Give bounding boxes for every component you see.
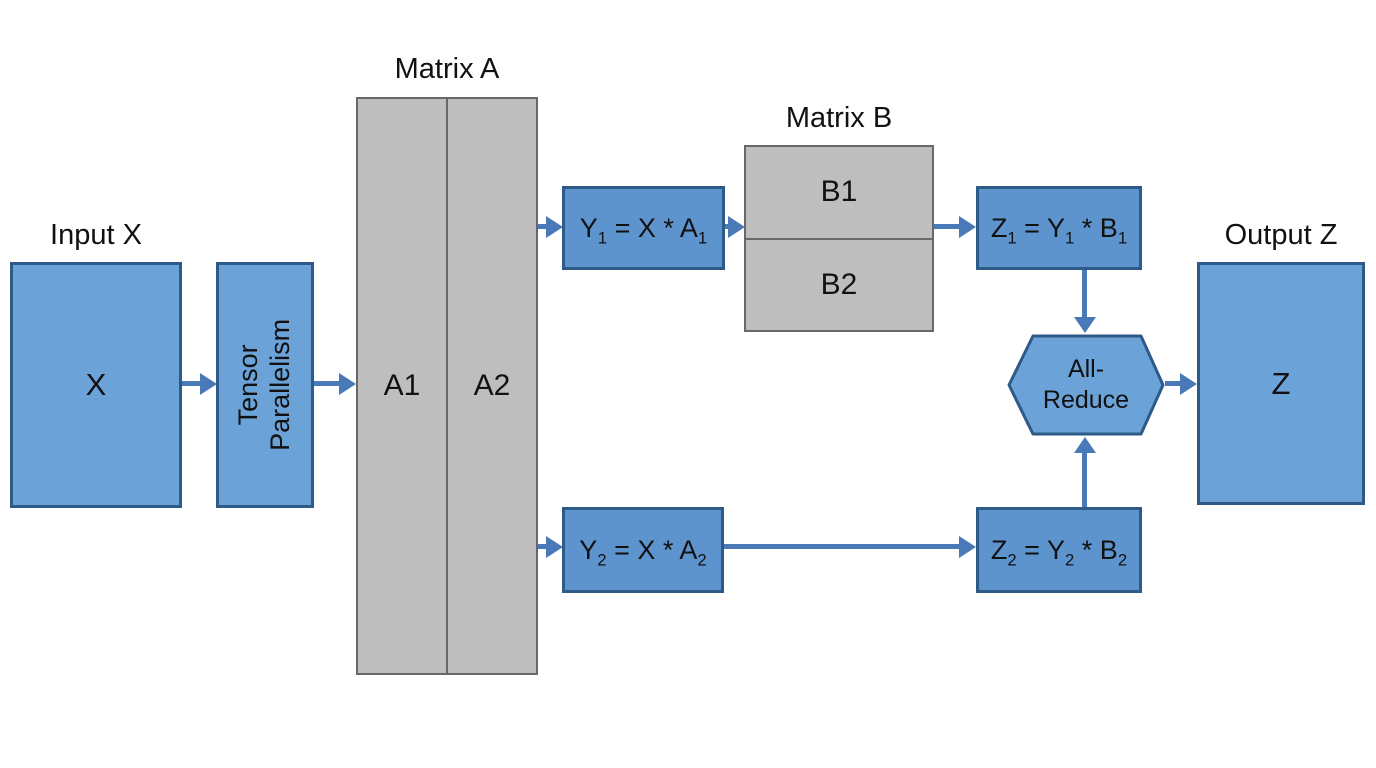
matrix-a-node: A1 A2 — [356, 97, 538, 675]
hexagon-shape — [1007, 334, 1165, 436]
arrow-input-to-tensor — [182, 381, 200, 386]
arrow-y1-to-matrix-b — [725, 224, 728, 229]
formula-z1-node: Z1 = Y1 * B1 — [976, 186, 1142, 270]
arrow-matrix-a-to-y2 — [538, 544, 546, 549]
all-reduce-node: All- Reduce — [1007, 333, 1165, 437]
output-z-node: Z — [1197, 262, 1365, 505]
output-z-title: Output Z — [1224, 219, 1338, 251]
arrow-z2-to-allreduce — [1082, 453, 1087, 507]
matrix-a-part-a1: A1 — [358, 99, 448, 673]
arrow-tensor-to-matrix-a — [314, 381, 339, 386]
arrow-matrix-a-to-y1 — [538, 224, 546, 229]
matrix-a-part-a2: A2 — [473, 369, 511, 402]
matrix-b-part-b1: B1 — [746, 147, 932, 240]
input-x-title: Input X — [50, 219, 142, 251]
matrix-a-title: Matrix A — [394, 53, 500, 85]
formula-y2-text: Y2 = X * A2 — [579, 534, 707, 569]
tensor-parallelism-node: Tensor Parallelism — [216, 262, 314, 508]
formula-z1-text: Z1 = Y1 * B1 — [990, 212, 1128, 247]
formula-y1-text: Y1 = X * A1 — [579, 212, 708, 247]
arrow-matrix-b-to-z1 — [934, 224, 959, 229]
matrix-b-part-b2: B2 — [820, 267, 858, 301]
formula-y2-node: Y2 = X * A2 — [562, 507, 724, 593]
arrow-y2-to-z2 — [724, 544, 959, 549]
input-x-node: X — [10, 262, 182, 508]
formula-z2-node: Z2 = Y2 * B2 — [976, 507, 1142, 593]
matrix-b-title: Matrix B — [785, 102, 893, 134]
all-reduce-label: All- Reduce — [1042, 354, 1130, 414]
formula-y1-node: Y1 = X * A1 — [562, 186, 725, 270]
output-z-value: Z — [1271, 365, 1291, 401]
matrix-b-node: B1 B2 — [744, 145, 934, 332]
tensor-parallelism-label: Tensor Parallelism — [233, 318, 296, 452]
input-x-value: X — [85, 367, 107, 402]
arrow-allreduce-to-output — [1165, 381, 1180, 386]
arrow-z1-to-allreduce — [1082, 270, 1087, 317]
formula-z2-text: Z2 = Y2 * B2 — [990, 534, 1128, 569]
